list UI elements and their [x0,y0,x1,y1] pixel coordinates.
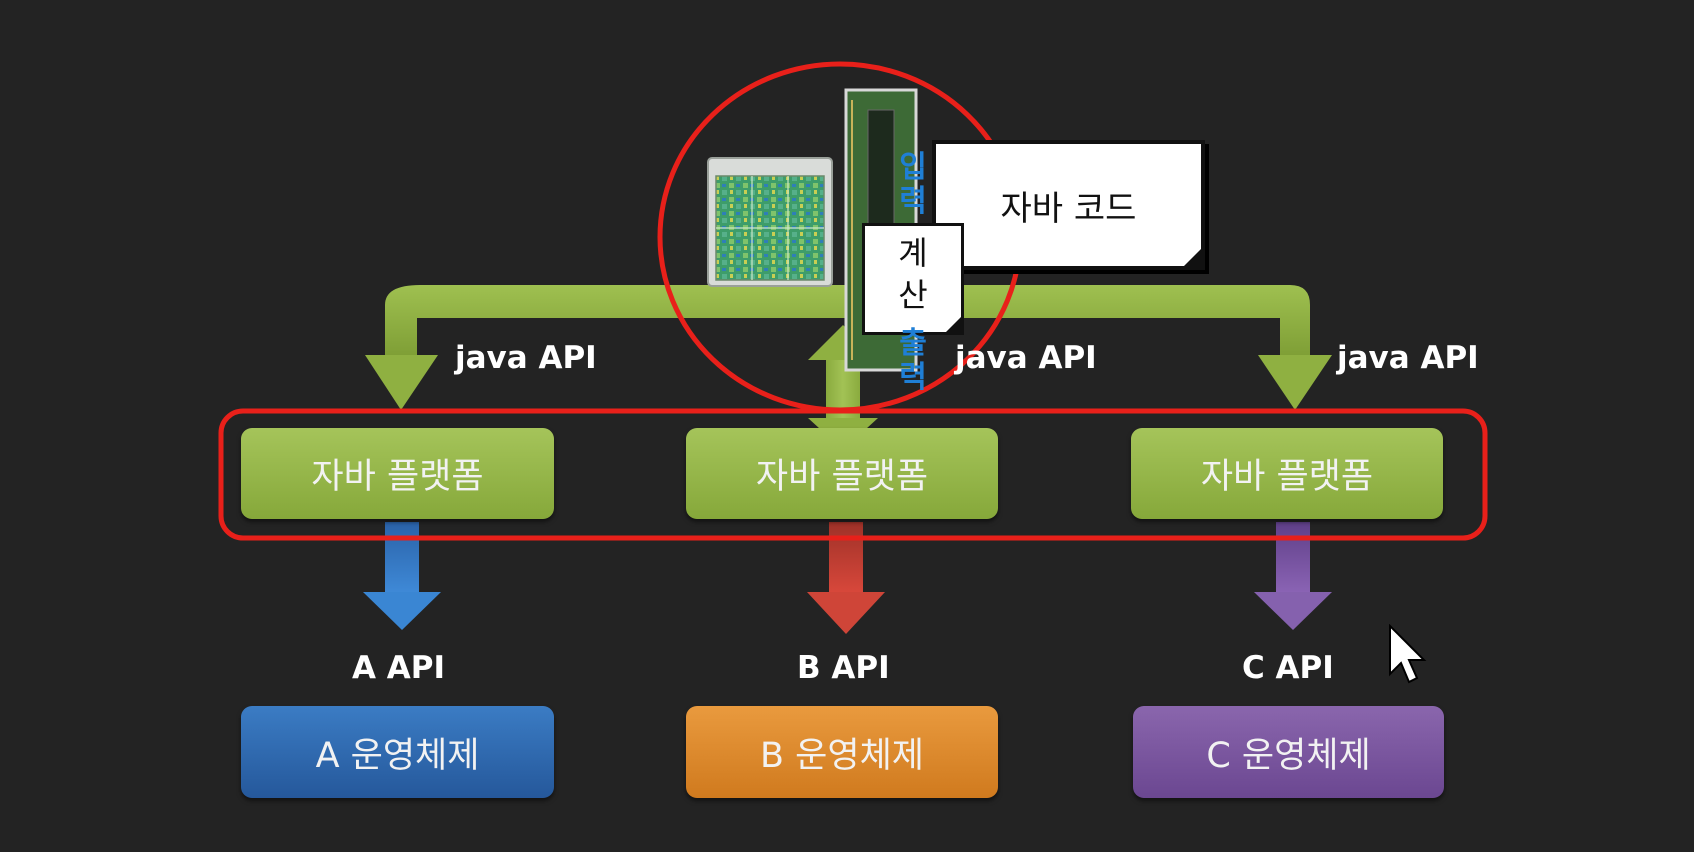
os-label: C 운영체제 [1206,735,1371,776]
code-note-fold [1182,246,1204,268]
os-api-label-c: C API [1242,650,1334,686]
output-note-text: 출력 [899,326,927,395]
java-api-label-left: java API [455,340,597,376]
os-api-label-b: B API [797,650,890,686]
mouse-cursor-icon [1389,624,1427,684]
arrow-blue-head [363,592,441,630]
arrow-blue-shaft [385,522,419,594]
os-box-c: C 운영체제 [1133,706,1444,798]
os-arrows [363,522,1332,634]
arrowhead-right [1258,355,1332,410]
cpu-chip-icon [707,157,833,287]
java-code-note: 자바 코드 [932,140,1205,270]
java-api-label-center: java API [955,340,1097,376]
java-platform-a: 자바 플랫폼 [241,428,554,519]
green-branch-bar [385,285,1310,355]
java-platform-label: 자바 플랫폼 [755,457,929,497]
arrowhead-left [365,355,438,410]
calc-note-fold [944,316,962,334]
calc-label: 계산 [898,234,928,314]
java-api-label-right: java API [1337,340,1479,376]
arrow-red-head [807,592,885,634]
java-platform-label: 자바 플랫폼 [1200,457,1374,497]
arrow-red-shaft [829,522,863,594]
os-api-label-a: A API [352,650,446,686]
arrow-purple-head [1254,592,1332,630]
os-box-b: B 운영체제 [686,706,998,798]
os-box-a: A 운영체제 [241,706,554,798]
java-platform-b: 자바 플랫폼 [686,428,998,519]
platform-highlight-box [218,408,1488,541]
java-code-label: 자바 코드 [1000,188,1137,229]
input-note-text: 입력 [899,150,927,219]
arrow-purple-shaft [1276,522,1310,594]
java-platform-c: 자바 플랫폼 [1131,428,1443,519]
java-platform-label: 자바 플랫폼 [311,457,484,497]
os-label: A 운영체제 [315,735,480,776]
os-label: B 운영체제 [760,735,924,776]
